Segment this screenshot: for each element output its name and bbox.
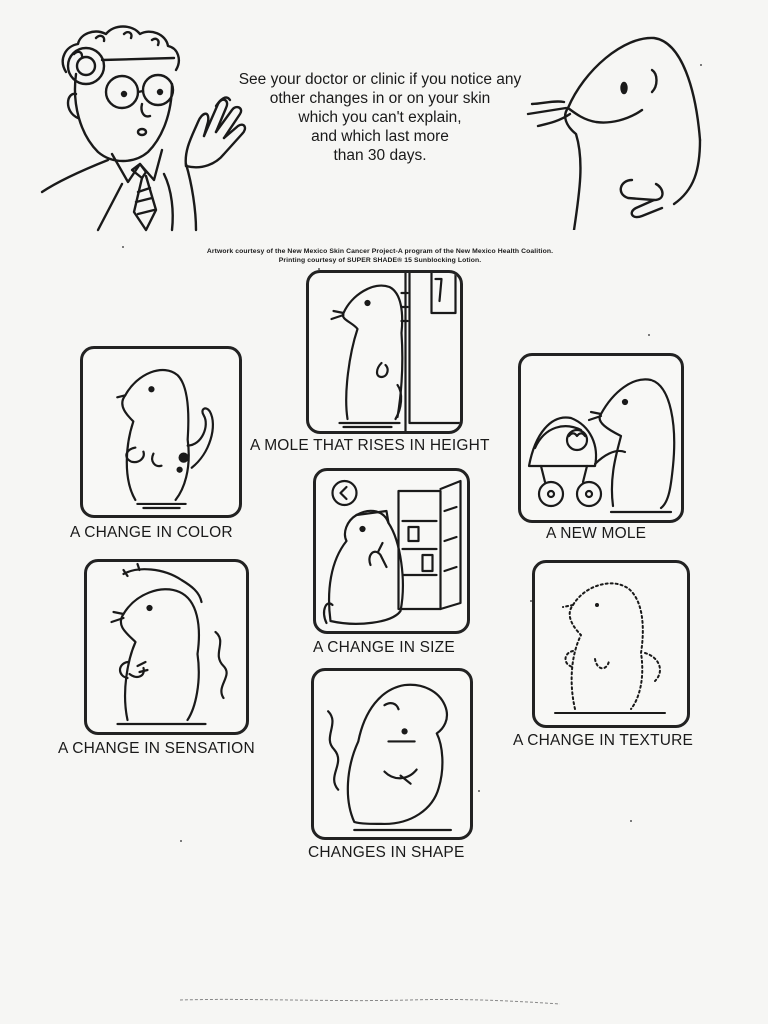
photocopy-speck: [122, 246, 124, 248]
credits-line-2: Printing courtesy of SUPER SHADE® 15 Sun…: [278, 257, 482, 264]
caption-changes-in-shape: CHANGES IN SHAPE: [308, 844, 465, 861]
credits-line-1: Artwork courtesy of the New Mexico Skin …: [206, 248, 554, 255]
mole-with-baby-carriage-icon: [527, 378, 676, 514]
panel-rises-in-height: [306, 270, 463, 434]
photocopy-speck: [318, 268, 320, 270]
itching-mole-icon: [110, 562, 228, 726]
photocopy-speck: [648, 334, 650, 336]
photocopy-speck: [530, 600, 532, 602]
panel-change-in-color: [80, 346, 242, 518]
caption-rises-in-height: A MOLE THAT RISES IN HEIGHT: [250, 437, 490, 454]
tall-mole-by-door-icon: [330, 273, 460, 431]
doctor-illustration: [36, 14, 251, 232]
photocopy-speck: [478, 790, 480, 792]
panel-new-mole: [518, 353, 684, 523]
mole-at-refrigerator-icon: [322, 479, 462, 625]
faint-footer-marks: [170, 994, 570, 1008]
mole-mascot-illustration: [524, 30, 708, 230]
headline-message: See your doctor or clinic if you notice …: [200, 70, 560, 165]
panel-change-in-size: [313, 468, 470, 634]
panel-changes-in-shape: [311, 668, 473, 840]
headline-line-3: which you can't explain,: [298, 109, 462, 126]
artwork-credits: Artwork courtesy of the New Mexico Skin …: [120, 247, 640, 265]
caption-change-in-color: A CHANGE IN COLOR: [70, 524, 233, 541]
photocopy-speck: [630, 820, 632, 822]
caption-new-mole: A NEW MOLE: [546, 525, 647, 542]
headline-line-4: and which last more: [311, 128, 449, 145]
caption-change-in-sensation: A CHANGE IN SENSATION: [58, 740, 255, 757]
panel-change-in-sensation: [84, 559, 249, 735]
spotted-mole-icon: [116, 368, 214, 510]
caption-change-in-texture: A CHANGE IN TEXTURE: [513, 732, 694, 749]
dotted-texture-mole-icon: [554, 582, 666, 714]
photocopy-speck: [700, 64, 702, 66]
photocopy-speck: [180, 840, 182, 842]
caption-change-in-size: A CHANGE IN SIZE: [313, 639, 455, 656]
panel-change-in-texture: [532, 560, 690, 728]
distorted-shape-mole-icon: [327, 683, 452, 832]
headline-line-1: See your doctor or clinic if you notice …: [238, 71, 522, 88]
headline-line-2: other changes in or on your skin: [269, 90, 491, 107]
headline-line-5: than 30 days.: [333, 147, 427, 164]
